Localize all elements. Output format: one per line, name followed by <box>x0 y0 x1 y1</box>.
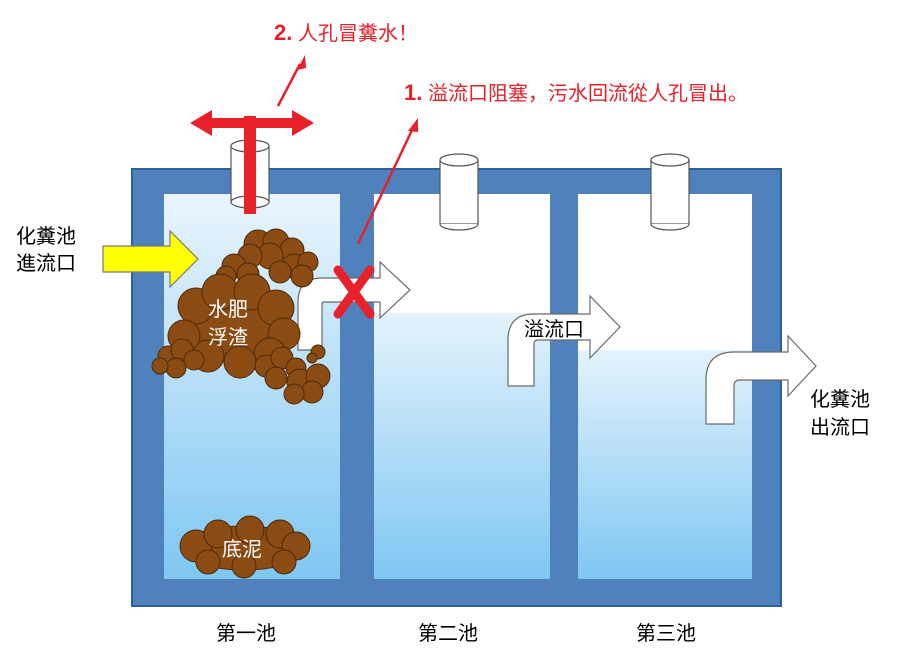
chamber-labels: 第一池 第二池 第三池 <box>216 621 696 645</box>
outlet-arrow <box>705 334 817 425</box>
svg-text:1.: 1. <box>404 80 422 105</box>
annotation-arrows <box>276 55 418 245</box>
scum-cluster-right <box>254 344 331 405</box>
overflow-arrow-1-blocked <box>297 260 411 351</box>
red-x-icon <box>333 265 375 319</box>
svg-text:水肥: 水肥 <box>208 297 248 321</box>
scum-blobs <box>151 228 331 405</box>
svg-text:浮渣: 浮渣 <box>208 325 248 349</box>
svg-text:進流口: 進流口 <box>16 251 76 275</box>
backflow-t-arrow <box>190 110 314 214</box>
sludge-blob <box>179 515 311 579</box>
svg-text:2.: 2. <box>274 20 292 45</box>
inlet-arrow <box>102 229 199 289</box>
sludge-label: 底泥 <box>222 537 262 561</box>
outlet-label: 化糞池 出流口 <box>810 387 870 439</box>
note2-label: 2. 人孔冒糞水！ <box>274 20 418 45</box>
manhole-2 <box>439 153 479 231</box>
svg-text:人孔冒糞水！: 人孔冒糞水！ <box>298 21 418 45</box>
overflow-label: 溢流口 <box>524 317 584 341</box>
inlet-label: 化糞池 進流口 <box>16 224 76 275</box>
scum-cluster-left <box>151 338 205 379</box>
svg-text:化糞池: 化糞池 <box>810 387 870 411</box>
chamber-label-3: 第三池 <box>636 621 696 645</box>
manhole-3 <box>650 153 690 231</box>
chamber-label-2: 第二池 <box>418 621 478 645</box>
svg-text:溢流口阻塞，污水回流從人孔冒出。: 溢流口阻塞，污水回流從人孔冒出。 <box>428 81 748 105</box>
overflow-arrow-2 <box>507 294 621 387</box>
note1-label: 1. 溢流口阻塞，污水回流從人孔冒出。 <box>404 80 748 105</box>
svg-text:化糞池: 化糞池 <box>16 224 76 248</box>
chamber-label-1: 第一池 <box>216 621 276 645</box>
svg-text:出流口: 出流口 <box>810 415 870 439</box>
scum-label: 水肥 浮渣 <box>208 297 248 349</box>
